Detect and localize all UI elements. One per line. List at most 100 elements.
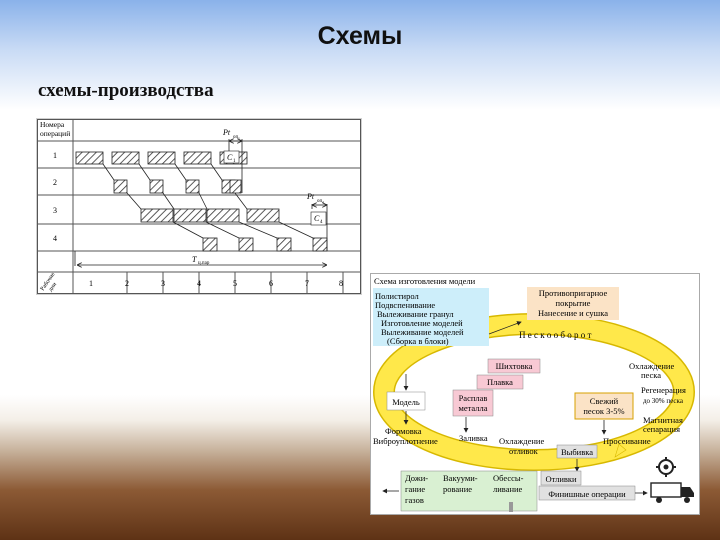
magnetic-1: Магнитная <box>643 415 683 425</box>
fresh-sand-1: Свежий <box>590 396 619 406</box>
label-t: T <box>192 255 197 264</box>
op4-bar <box>202 237 218 252</box>
bottom-3: газов <box>405 495 424 505</box>
bottom-5: рование <box>443 484 472 494</box>
op1-bar <box>147 151 176 165</box>
day-2: 2 <box>125 279 129 288</box>
op4-bar <box>276 237 292 252</box>
label-pt4-sub: оп₄ <box>317 199 324 204</box>
label-c1: C <box>227 153 233 162</box>
model-box <box>386 391 426 411</box>
fresh-sand-box <box>574 392 634 420</box>
row-label-2: 2 <box>53 178 57 187</box>
label-c1-sub: 1 <box>233 159 236 164</box>
bottom-2: гание <box>405 484 425 494</box>
model-scheme-title: Схема изготовления модели <box>374 276 476 286</box>
knockout-box <box>556 444 598 459</box>
op1-bar <box>111 151 140 165</box>
fresh-sand-2: песок 3-5% <box>583 406 624 416</box>
bottom-4: Вакууми- <box>443 473 478 483</box>
finishing-label: Финишные операции <box>548 489 626 499</box>
metal-2: металла <box>458 403 487 413</box>
header-label-2: операций <box>40 129 70 138</box>
bottom-1: Дожи- <box>405 473 428 483</box>
op4-bar <box>312 237 328 252</box>
charge-label: Шихтовка <box>496 361 533 371</box>
op3-bar <box>140 208 174 223</box>
day-6: 6 <box>269 279 273 288</box>
molding-1: Формовка <box>385 426 422 436</box>
days-label-2: дни <box>48 281 59 293</box>
coating-box <box>527 287 619 320</box>
flow-arrows <box>403 321 607 472</box>
cooling-cast-2: отливок <box>509 446 539 456</box>
gas-vacuum-cleaning-box <box>400 470 538 512</box>
model-step-6: (Сборка в блоки) <box>387 336 449 346</box>
op2-bar <box>113 179 128 194</box>
metal-1: Расплав <box>459 393 488 403</box>
model-step-4: Изготовление моделей <box>381 318 463 328</box>
melt-box <box>476 374 524 390</box>
coating-1: Противопригарное <box>539 288 608 298</box>
op1-bar <box>75 151 104 165</box>
bottom-7: ливание <box>493 484 523 494</box>
label-c4: C <box>314 214 320 223</box>
label-pt1: Pt <box>222 128 231 137</box>
coating-2: покрытие <box>556 298 591 308</box>
day-5: 5 <box>233 279 237 288</box>
castings-label: Отливки <box>545 474 577 484</box>
operation-bars <box>75 151 328 252</box>
op3-bar <box>246 208 280 223</box>
gear-truck-icon <box>650 457 694 503</box>
model-step-5: Вылеживание моделей <box>381 327 464 337</box>
metal-box <box>452 389 494 417</box>
op2-bar <box>185 179 200 194</box>
day-1: 1 <box>89 279 93 288</box>
label-pt1-sub: оп₁ <box>233 135 240 140</box>
cooling-sand-2: песка <box>641 370 661 380</box>
pouring-label: Заливка <box>459 433 488 443</box>
op3-bar <box>206 208 240 223</box>
model-step-3: Вылеживание гранул <box>377 309 454 319</box>
regen-2: до 30% песка <box>643 397 684 405</box>
op4-bar <box>238 237 254 252</box>
sand-cycle-ring <box>374 314 694 470</box>
regen-1: Регенерация <box>641 385 686 395</box>
row-label-1: 1 <box>53 151 57 160</box>
coating-3: Нанесение и сушка <box>538 308 608 318</box>
production-schedule-diagram: Номера операций 1 2 3 4 Рабочие дни 1 2 … <box>36 118 362 295</box>
casting-process-diagram: Схема изготовления модели Полистирол Под… <box>370 273 700 515</box>
sifting-label: Просеивание <box>603 436 651 446</box>
slide-title: Схемы <box>317 22 403 50</box>
label-pt4: Pt <box>306 192 315 201</box>
op1-bar <box>183 151 212 165</box>
op2-bar <box>229 179 242 194</box>
grid-lines <box>37 119 361 294</box>
process-svg: Схема изготовления модели Полистирол Под… <box>373 276 695 512</box>
melt-label: Плавка <box>487 377 513 387</box>
label-c4-sub: 4 <box>320 220 323 225</box>
magnetic-2: сепарация <box>643 424 680 434</box>
header-label-1: Номера <box>40 120 65 129</box>
day-4: 4 <box>197 279 201 288</box>
bottom-6: Обессы- <box>493 473 524 483</box>
charge-box <box>487 358 541 374</box>
model-step-1: Полистирол <box>375 291 419 301</box>
op2-bar <box>149 179 164 194</box>
row-label-4: 4 <box>53 234 57 243</box>
model-label: Модель <box>392 397 420 407</box>
knockout-label: Выбивка <box>561 447 593 457</box>
cooling-cast-1: Охлаждение <box>499 436 544 446</box>
model-scheme-box <box>373 288 489 346</box>
castings-box <box>540 470 582 486</box>
model-step-2: Подвспенивание <box>375 300 435 310</box>
day-3: 3 <box>161 279 165 288</box>
op3-bar <box>173 208 207 223</box>
schedule-svg: Номера операций 1 2 3 4 Рабочие дни 1 2 … <box>37 119 361 294</box>
cooling-sand-1: Охлаждение <box>629 361 674 371</box>
c1-box <box>223 150 240 164</box>
c4-box <box>310 211 327 226</box>
slide-subtitle: схемы-производства <box>38 80 214 101</box>
day-7: 7 <box>305 279 309 288</box>
molding-2: Виброуплотнение <box>373 436 438 446</box>
